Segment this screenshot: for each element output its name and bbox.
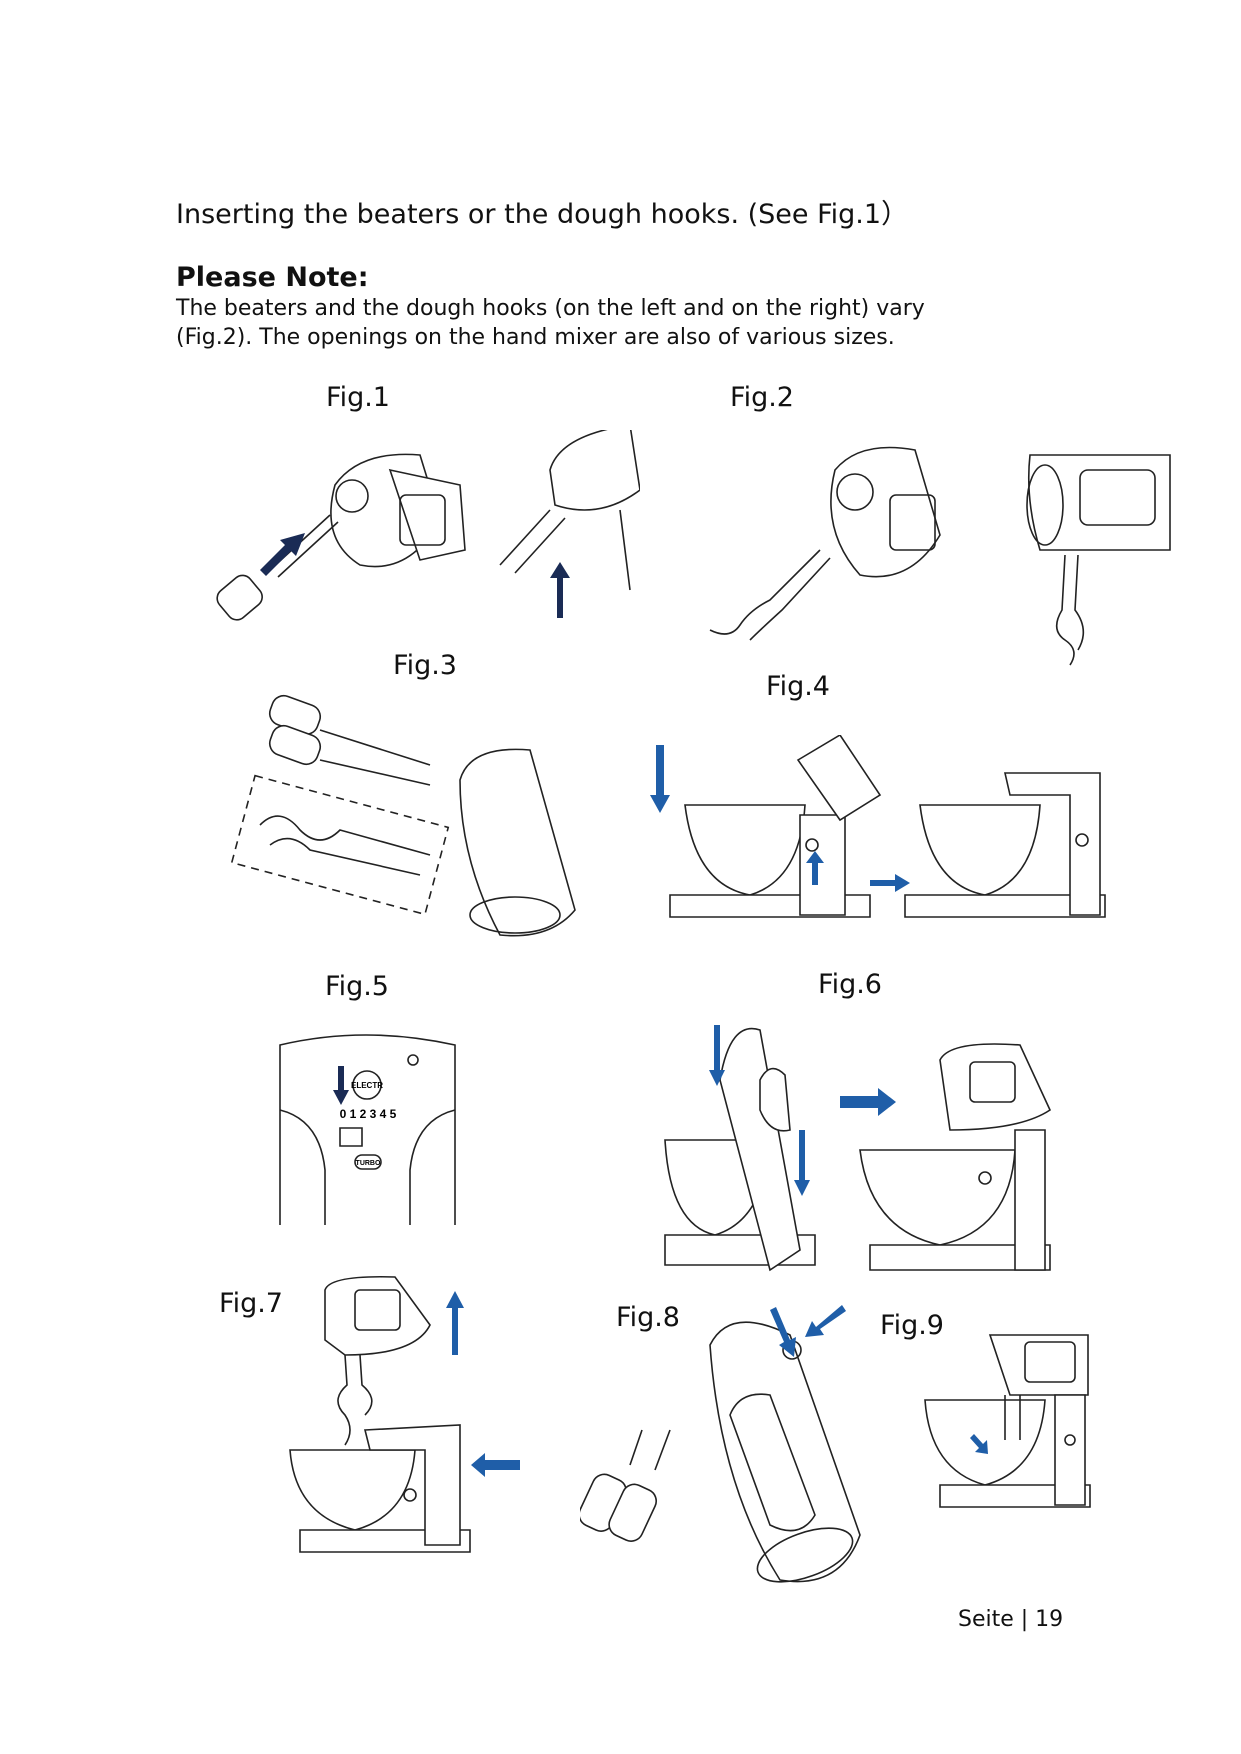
dough-hook-icon-2 (270, 839, 420, 875)
page-number: Seite | 19 (958, 1607, 1064, 1632)
brand-badge-text: ELECTR (351, 1081, 383, 1090)
fig2-label: Fig.2 (730, 382, 794, 413)
ejected-beaters-icon (580, 1430, 670, 1545)
fig2-illustration (700, 440, 1180, 670)
stand-with-bowl-icon (670, 735, 880, 917)
dough-hook-icon (260, 816, 430, 855)
fig5-illustration: ELECTR 0 1 2 3 4 5 TURBO (275, 1030, 465, 1225)
fig4-label: Fig.4 (766, 671, 830, 702)
stand-mixing-icon (925, 1335, 1090, 1507)
fig7-label: Fig.7 (219, 1288, 283, 1319)
fig9-label: Fig.9 (880, 1310, 944, 1341)
fig5-label: Fig.5 (325, 971, 389, 1002)
up-arrow-icon-fig7 (446, 1291, 464, 1355)
turbo-button (355, 1155, 381, 1169)
hand-mixer-side-icon (331, 454, 465, 566)
insert-arrow-icon (260, 533, 305, 576)
fig4-illustration (650, 735, 1110, 935)
speed-scale-text: 0 1 2 3 4 5 (340, 1107, 397, 1121)
down-arrow-icon-fig6b (794, 1130, 810, 1196)
down-arrow-icon (650, 745, 670, 813)
fig3-illustration (230, 690, 590, 940)
fig6-illustration (660, 1025, 1080, 1310)
hand-mixer-tilted-icon (710, 1322, 860, 1593)
stand-assembled-icon (905, 773, 1105, 917)
beaters-icon (266, 692, 430, 785)
eject-arrow-icon (770, 1307, 796, 1357)
stand-locked-icon (860, 1044, 1050, 1270)
fig3-label: Fig.3 (393, 650, 457, 681)
mixer-body-icon (460, 749, 575, 935)
stand-with-bowl-fig7-icon (290, 1425, 470, 1552)
fig8-illustration (580, 1305, 900, 1595)
note-line-2: (Fig.2). The openings on the hand mixer … (176, 325, 895, 350)
start-arrow-icon (970, 1434, 988, 1454)
down-arrow-icon-fig5 (333, 1066, 349, 1105)
up-arrow-icon (550, 562, 570, 618)
down-arrow-icon-fig6a (709, 1025, 725, 1086)
right-arrow-icon-fig6 (840, 1088, 896, 1116)
fig1-label: Fig.1 (326, 382, 390, 413)
intro-heading: Inserting the beaters or the dough hooks… (176, 199, 909, 230)
fig6-label: Fig.6 (818, 969, 882, 1000)
right-arrow-icon (870, 874, 910, 892)
left-arrow-icon-fig7 (471, 1453, 520, 1477)
brand-badge (353, 1071, 381, 1099)
stand-tilted-icon (665, 1029, 815, 1270)
fig9-illustration (920, 1320, 1100, 1520)
speed-panel-body (280, 1035, 455, 1225)
fig8-label: Fig.8 (616, 1302, 680, 1333)
dough-hooks-box (232, 776, 448, 915)
note-line-1: The beaters and the dough hooks (on the … (176, 296, 925, 321)
beater-pair-icon (213, 515, 338, 624)
fig1-illustration (210, 430, 640, 660)
fig7-illustration (285, 1275, 520, 1565)
hand-mixer-upright-icon (1027, 455, 1170, 665)
hand-mixer-lift-icon (325, 1277, 430, 1445)
up-arrow-icon-fig4 (806, 851, 824, 885)
mixer-closeup-icon (500, 430, 640, 590)
turbo-arrow-icon (805, 1305, 846, 1337)
speed-switch (340, 1128, 362, 1146)
turbo-badge-text: TURBO (356, 1160, 381, 1167)
hand-mixer-with-hooks-icon (710, 448, 940, 641)
note-heading: Please Note: (176, 262, 369, 293)
